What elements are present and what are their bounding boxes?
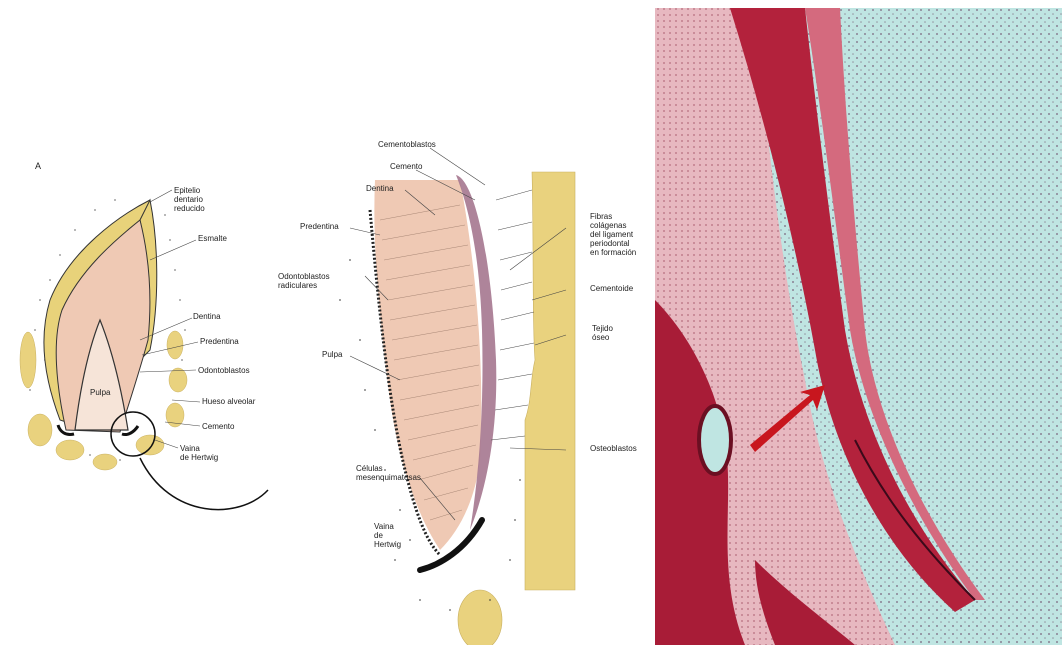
label-dentina: Dentina [193,312,221,321]
micrograph-image [655,0,1062,645]
label-epitelio-reducido: Epitelio dentario reducido [174,186,205,213]
label-dentina: Dentina [366,184,394,193]
label-pulpa: Pulpa [90,388,110,397]
label-pulpa: Pulpa [322,350,342,359]
root-formation-drawing [270,0,655,645]
label-cementoide: Cementoide [590,284,633,293]
label-cemento: Cemento [390,162,422,171]
label-celulas-mesenquimatosas: Células mesenquimatosas [356,464,421,482]
label-cementoblastos: Cementoblastos [378,140,436,149]
label-fibras-colagenas: Fibras colágenas del ligament periodonta… [590,212,636,257]
panel-letter: A [35,162,41,171]
label-predentina: Predentina [300,222,339,231]
tooth-overview-drawing [0,0,270,645]
histology-micrograph [655,0,1062,645]
root-formation-panel: Cementoblastos Cemento Dentina Predentin… [270,0,655,645]
label-cemento: Cemento [202,422,234,431]
label-esmalte: Esmalte [198,234,227,243]
label-vaina-hertwig: Vaina de Hertwig [374,522,401,549]
label-osteoblastos: Osteoblastos [590,444,637,453]
label-hueso-alveolar: Hueso alveolar [202,397,255,406]
label-tejido-oseo: Tejido óseo [592,324,613,342]
tooth-overview-panel: A Epitelio dentario reducido Esmalte Den… [0,0,270,645]
label-odontoblastos: Odontoblastos [198,366,250,375]
label-vaina-hertwig: Vaina de Hertwig [180,444,218,462]
label-odontoblastos-radiculares: Odontoblastos radiculares [278,272,330,290]
label-predentina: Predentina [200,337,239,346]
